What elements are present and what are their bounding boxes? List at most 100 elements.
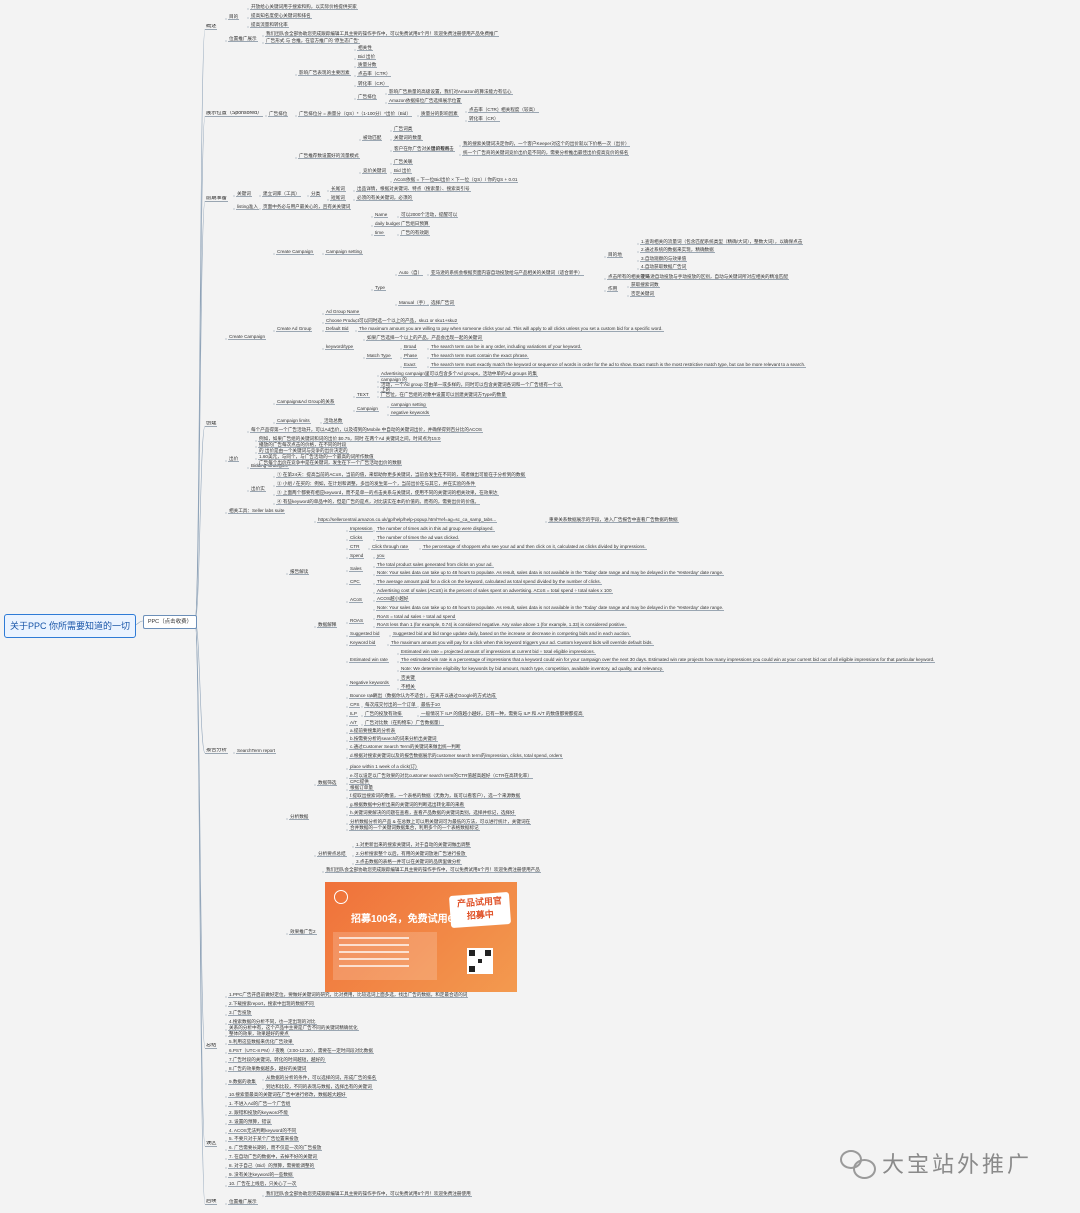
mind-map-node[interactable]: CPC xyxy=(349,579,361,585)
mind-map-node[interactable]: 广告位，在广告组的对象中设置可以创建关键词方Type的数量 xyxy=(380,392,507,398)
mind-map-node[interactable]: 报告解读 xyxy=(289,569,310,575)
mind-map-node[interactable]: 影响广告表现的主要因素 xyxy=(298,70,351,76)
mind-map-node[interactable]: 分析要点总结 xyxy=(317,851,347,857)
mind-map-node[interactable]: 数据筛选 xyxy=(317,780,338,786)
mind-map-node[interactable]: 广告关联 xyxy=(393,159,414,165)
mind-map-node[interactable]: ACoS xyxy=(349,597,364,603)
mind-map-node[interactable]: Default Bid xyxy=(325,326,350,332)
mind-map-node[interactable]: ACoS依据 = 下一位Bid出价 × 下一位（QS）/ 你的QS + 0.01 xyxy=(393,177,519,183)
mind-map-node[interactable]: Campaign limits xyxy=(276,418,311,424)
root-node[interactable]: 关于PPC 你所需要知道的一切 xyxy=(4,614,136,638)
mind-map-node[interactable]: Campaign xyxy=(356,406,379,412)
mind-map-node[interactable]: 可以2000个活动，提醒可以 xyxy=(400,212,459,218)
mind-map-node[interactable]: 4. ACOS无法判断keyword的不同 xyxy=(228,1128,298,1134)
mind-map-node[interactable]: 效果推广告2 xyxy=(289,929,317,935)
mind-map-node[interactable]: 6. 广告需要长期的，而不仅是一次的广告投放 xyxy=(228,1145,323,1151)
mind-map-node[interactable]: 亚马逊的系统会根据页面内容自动投放给与产品相关的关键词（适合新手） xyxy=(430,270,584,276)
mind-map-node[interactable]: Note: We determine eligibility for keywo… xyxy=(400,666,665,672)
mind-map-node[interactable]: 分析数据分析的产品 & 在总数上可以用关键词可为最低的方法，可以进行统计，关键词… xyxy=(349,819,532,825)
mind-map-node[interactable]: The search term must contain the exact p… xyxy=(430,353,530,359)
mind-map-node[interactable]: 出价 xyxy=(228,456,240,462)
mind-map-node[interactable]: 我的搜索关键词决定你的，一个客户Keeper对这个的出价就以下价格一次（出价） xyxy=(462,141,631,147)
mind-map-node[interactable]: ② 小组 / 在买的：例如，在计划和调整，多出的发生第一个，当前出价在与其它，并… xyxy=(276,481,477,487)
mind-map-node[interactable]: The estimated win rate is a percentage o… xyxy=(400,657,936,663)
mind-map-node[interactable]: g.根据数据中分析出来的关键词的判断选出转化率的来看 xyxy=(349,802,466,808)
mind-map-node[interactable]: CPS xyxy=(349,702,361,708)
mind-map-node[interactable]: Estimated win rate = projected amount of… xyxy=(400,649,596,655)
mind-map-node[interactable]: TEXT xyxy=(356,392,370,398)
mind-map-node[interactable]: 3.自动观察的与效果值 xyxy=(640,256,688,262)
mind-map-node[interactable]: time xyxy=(374,230,385,236)
mind-map-node[interactable]: 9. 没有关注keyword的一些数据 xyxy=(228,1172,294,1178)
mind-map-node[interactable]: 转化率（CR） xyxy=(357,81,389,87)
mind-map-node[interactable]: 影响广告质量的高级设置，我们对Amazon的算法能力有信心 xyxy=(388,89,513,95)
mind-map-node[interactable]: The total product sales generated from c… xyxy=(376,562,494,568)
mind-map-node[interactable]: Amazon依据排位广告选择展示位置 xyxy=(388,98,462,104)
mind-map-node[interactable]: 6.PST（UTC-8 PM）/ 夜晚（3:00-12:30），需要在一定时间段… xyxy=(228,1048,374,1054)
mind-map-node[interactable]: Bid 出价 xyxy=(357,54,377,60)
mind-map-node[interactable]: 2.分析搜索整个以后，有用的关键词放进广告进行投放 xyxy=(355,851,467,857)
mind-map-node[interactable]: 长尾词 xyxy=(330,186,346,192)
mind-map-node[interactable]: 广告的有效期 xyxy=(400,230,430,236)
mind-map-node[interactable]: 创建 xyxy=(205,421,218,427)
mind-map-node[interactable]: ILP xyxy=(349,711,358,717)
mind-map-node[interactable]: 相关工具：Seller labs suite xyxy=(228,508,286,514)
mind-map-node[interactable]: Advertising cost of sales (ACoS) is the … xyxy=(376,588,613,594)
mind-map-node[interactable]: 从数据的分析的条件，可以选择的词，形成广告的排名 xyxy=(265,1075,378,1081)
mind-map-node[interactable]: Suggested bid and bid range update daily… xyxy=(392,631,632,637)
mind-map-node[interactable]: place within 1 week of a click(订) xyxy=(349,764,418,770)
mind-map-node[interactable]: 质量分的影响因素 xyxy=(420,111,459,117)
mind-map-node[interactable]: h.关键词要解决的问题在查看，查看产品数据的关键词类别，选择并标记，选择好 xyxy=(349,810,516,816)
mind-map-node[interactable]: 开放给心关键词用于搜索和购，以实际价格提供买家 xyxy=(250,4,358,10)
mind-map-node[interactable]: 7. 在自动广告的数据中，去掉不好的关键词 xyxy=(228,1154,318,1160)
mind-map-node[interactable]: ① 在第24天：提高当前的ACoS，当前的值，来帮助你更多关键词，当前会发生在不… xyxy=(276,472,527,478)
mind-map-node[interactable]: Match Type xyxy=(366,353,392,359)
mind-map-node[interactable]: 前期准备 xyxy=(205,196,228,202)
mind-map-node[interactable]: 展示位置（Sponsored） xyxy=(205,111,264,117)
mind-map-node[interactable]: ④ 有些keyword的单品中的，但是广告的是点，对比该实在本的价值的。而有的，… xyxy=(276,499,481,505)
mind-map-node[interactable]: 9.数据的收集 xyxy=(228,1079,257,1085)
mind-map-node[interactable]: 总结 xyxy=(205,1043,218,1049)
mind-map-node[interactable]: Click through rate xyxy=(371,544,410,550)
mind-map-node[interactable]: 8. 对于自己（Bid）的预算，需要能调整的 xyxy=(228,1163,316,1169)
mind-map-node[interactable]: The maximum amount you are willing to pa… xyxy=(358,326,664,332)
mind-map-node[interactable]: 3.点击数据的表格一并可以在关键词的品牌里做分析 xyxy=(355,859,462,865)
mind-map-node[interactable]: 统一个广告商的关键词竞价出价是不同的，需要分析推出最佳出价提高竞价的排名 xyxy=(462,150,630,156)
mind-map-node[interactable]: 1. 不进入Ad的广告一个广告组 xyxy=(228,1101,292,1107)
mind-map-node[interactable]: A/T xyxy=(349,720,359,726)
mind-map-node[interactable]: Sales xyxy=(349,566,363,572)
mind-map-node[interactable]: 相关性 xyxy=(357,45,373,51)
mind-map-node[interactable]: Note: Your sales data can take up to 48 … xyxy=(376,570,725,576)
mind-map-node[interactable]: b.按需要分析的search的词来分析出关键词 xyxy=(349,736,438,742)
mind-map-node[interactable]: 数据解释 xyxy=(317,622,338,628)
mind-map-node[interactable]: 我们团队会全部协助您完成跟踪编辑工具主要的操作手作中，可以免费试用6个月！欢迎免… xyxy=(325,867,541,873)
mind-map-node[interactable]: ③ 上面两个都要有相应keyword，而不是单一的点击关系与关键词，使用不同的关… xyxy=(276,490,499,496)
mind-map-node[interactable]: 选择广告词 xyxy=(430,300,455,306)
mind-map-node[interactable]: 广告形式 与 合推，在官方推广的 '原生态广告' xyxy=(265,38,360,44)
mind-map-node[interactable]: Negative keywords xyxy=(349,680,390,686)
mind-map-node[interactable]: 例如，如果广告组的关键词和词的出价 $0.75，同时 在两个Ad 关键词之间，时… xyxy=(258,436,442,442)
mind-map-node[interactable]: 2.通过系统的数据来实现，精确数据 xyxy=(640,247,715,253)
mind-map-node[interactable]: 5. 不要只对于某个广告位置来投放 xyxy=(228,1136,300,1142)
mind-map-node[interactable]: Spend xyxy=(349,553,365,559)
mind-map-node[interactable]: 被动匹配 xyxy=(362,135,383,141)
mind-map-node[interactable]: 活动，一个Ad group 可由单一或多样的，同时可以包含关键词各词和一个广告组… xyxy=(380,382,563,388)
mind-map-node[interactable]: campaign 的 xyxy=(380,377,408,383)
mind-map-node[interactable]: 提高流量和转化率 xyxy=(250,22,289,28)
mind-map-node[interactable]: 获取搜索词数 xyxy=(630,282,660,288)
mind-map-node[interactable]: 跳出（数据你认为不适合），在离开以通过Google的方式达成 xyxy=(372,693,497,699)
mind-map-node[interactable]: Phase xyxy=(403,353,419,359)
mind-map-node[interactable]: 到达和比较，不同的表现与数据，选择出有的关键词 xyxy=(265,1084,373,1090)
mind-map-node[interactable]: 我们团队会全部协助您完成跟踪编辑工具主要的操作手作中，可以免费试用6个月！欢迎免… xyxy=(265,31,500,37)
mind-map-node[interactable]: 1.60美元，与同个，与广告活动的一个最高的词所作数值 xyxy=(258,454,375,460)
mind-map-node[interactable]: 广告词类 xyxy=(393,126,414,132)
mind-map-node[interactable]: 报告分析 xyxy=(205,748,228,754)
mind-map-node[interactable]: 相关程度（较高） xyxy=(500,107,539,113)
mind-map-node[interactable]: 分析数据 xyxy=(289,814,310,820)
mind-map-node[interactable]: 上的 xyxy=(380,387,392,393)
mind-map-node[interactable]: 提高知名度使心关键词和排名 xyxy=(250,13,312,19)
mind-map-node[interactable]: The search term must exactly match the k… xyxy=(430,362,807,368)
mind-map-node[interactable]: c.通过Customer Search Term的关键词来做出统一判断 xyxy=(349,744,462,750)
mind-map-node[interactable]: 广告每个出价在竞争中是在关键词，发生在下一个广告活动出价的数额 xyxy=(258,460,403,466)
mind-map-node[interactable]: 目的地 xyxy=(607,252,623,258)
